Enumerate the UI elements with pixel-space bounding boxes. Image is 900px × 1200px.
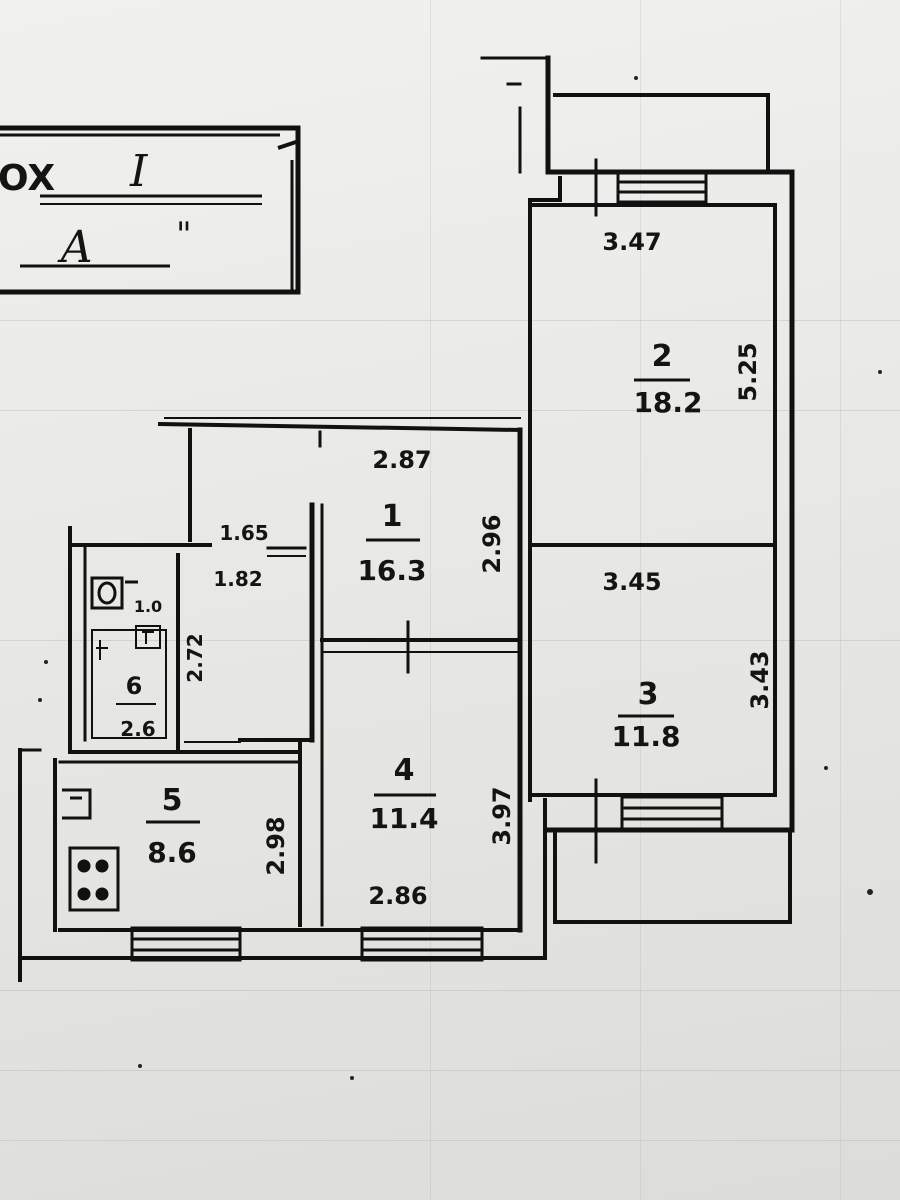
sink-icon: [135, 625, 161, 649]
scan-noise: [38, 76, 882, 1080]
room-6-number: 6: [126, 672, 143, 700]
room-4-number: 4: [394, 753, 415, 788]
dimension-wc-width: 1.0: [134, 597, 162, 616]
paper-grid-line: [0, 1070, 900, 1071]
dimension-room-2-length: 5.25: [734, 342, 762, 401]
room-1-area: 16.3: [357, 554, 426, 587]
paper-grid-line: [0, 410, 900, 411]
stamp-value: I: [129, 146, 149, 197]
dimension-room-3-length: 3.43: [746, 650, 774, 709]
dimension-room-2-width: 3.47: [602, 228, 661, 256]
outer-walls: [18, 55, 795, 982]
dimension-room-3-width: 3.45: [602, 568, 661, 596]
stamp-label: OX: [0, 158, 55, 199]
dimension-room-1-width: 2.87: [372, 446, 431, 474]
stove-icon: [68, 846, 120, 912]
room-5-label: 5 8.6: [146, 783, 200, 869]
room-6-area: 2.6: [120, 717, 155, 741]
dimension-room-5-length: 2.98: [262, 816, 290, 875]
room-1-number: 1: [382, 499, 403, 534]
dimension-room-4-width: 2.86: [368, 882, 427, 910]
room-3-number: 3: [638, 677, 659, 712]
dimension-hall-width: 1.65: [219, 521, 268, 545]
dimension-hall-length: 2.72: [183, 633, 207, 682]
paper-grid-line: [0, 990, 900, 991]
room-3-label: 3 11.8: [611, 677, 680, 753]
room-4-label: 4 11.4: [369, 753, 438, 835]
room-2-label: 2 18.2: [633, 339, 702, 419]
dimension-room-4-length: 3.97: [488, 786, 516, 845]
bathtub-icon: [91, 629, 167, 739]
window-room-5: [130, 926, 242, 962]
room-2-area: 18.2: [633, 386, 702, 419]
paper-grid-line: [0, 1140, 900, 1141]
stamp-mark: ": [176, 215, 192, 255]
stamp-box: OX I А ": [0, 125, 301, 295]
room-5-area: 8.6: [147, 836, 197, 869]
dimension-hall-width-2: 1.82: [213, 567, 262, 591]
window-room-3: [620, 795, 724, 831]
paper-grid-line: [0, 320, 900, 321]
kitchen-sink-icon: [62, 788, 92, 820]
room-3-area: 11.8: [611, 720, 680, 753]
toilet-icon: [90, 576, 138, 610]
room-6-label: 6 2.6: [116, 672, 156, 741]
paper-grid-line: [640, 0, 641, 1200]
dimension-room-1-length: 2.96: [478, 514, 506, 573]
window-room-4: [360, 926, 484, 962]
paper-grid-line: [840, 0, 841, 1200]
room-2-number: 2: [652, 339, 673, 374]
stamp-letter: А: [57, 222, 93, 273]
window-room-2: [616, 170, 708, 204]
room-1-label: 1 16.3: [357, 499, 426, 587]
room-5-number: 5: [162, 783, 183, 818]
room-4-area: 11.4: [369, 802, 438, 835]
paper-grid-line: [430, 0, 431, 1200]
